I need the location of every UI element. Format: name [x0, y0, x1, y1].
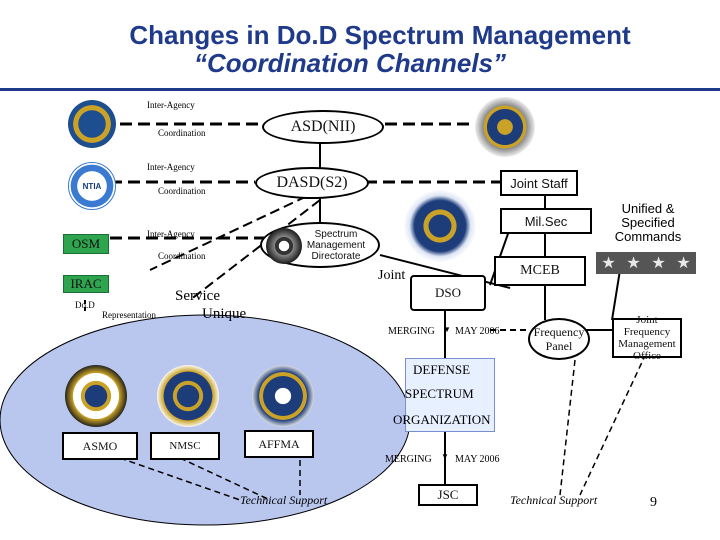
merge-arrow-2: ▼ — [441, 452, 449, 461]
nmsc-box: NMSC — [150, 432, 220, 460]
jsc-box: JSC — [418, 484, 478, 506]
page-number: 9 — [650, 495, 657, 510]
may-label-1: MAY 2006 — [455, 326, 500, 337]
smd-label: Spectrum Management Directorate — [306, 228, 366, 262]
tech-support-left-label: Technical Support — [240, 493, 328, 507]
slide-title-line2: “Coordination Channels” — [194, 48, 506, 78]
dasd-s2-box: DASD(S2) — [255, 167, 369, 199]
service-label: Service — [175, 288, 220, 304]
dod-label: Do.D — [75, 300, 95, 310]
dso-org-box — [405, 358, 495, 432]
merging-label-2: MERGING — [385, 454, 432, 465]
dso-box: DSO — [410, 275, 486, 311]
tech-support-right-label: Technical Support — [510, 493, 598, 507]
merging-label-1: MERGING — [388, 326, 435, 337]
asmo-box: ASMO — [62, 432, 138, 460]
unique-label: Unique — [202, 306, 247, 322]
title-rule — [0, 88, 720, 91]
representation-label: Representation — [102, 310, 156, 320]
mceb-box: MCEB — [494, 256, 586, 286]
affma-box: AFFMA — [244, 430, 314, 458]
interagency-label-3: Inter-Agency — [147, 229, 195, 239]
star-icon: ★ — [651, 255, 666, 272]
spectrum-label: SPECTRUM — [405, 386, 474, 401]
star-icon: ★ — [676, 255, 691, 272]
star-icon: ★ — [601, 255, 616, 272]
star-icon: ★ — [626, 255, 641, 272]
osm-box: OSM — [63, 234, 109, 254]
smd-emblem-icon — [266, 228, 302, 264]
commerce-seal-icon — [68, 100, 116, 148]
dod-seal-icon — [475, 97, 535, 157]
milsec-box: Mil.Sec — [500, 208, 592, 234]
slide-title-line1: Changes in Do.D Spectrum Management — [129, 20, 631, 50]
stars-bar: ★ ★ ★ ★ — [596, 252, 696, 274]
defense-label: DEFENSE — [413, 362, 471, 377]
jfmo-box: Joint Frequency Management Office — [612, 314, 682, 362]
air-force-seal-icon — [252, 365, 314, 427]
joint-label: Joint — [378, 268, 406, 283]
coordination-label-2: Coordination — [158, 186, 206, 196]
interagency-label-1: Inter-Agency — [147, 100, 195, 110]
interagency-label-2: Inter-Agency — [147, 162, 195, 172]
navy-seal-icon — [157, 365, 219, 427]
organization-label: ORGANIZATION — [393, 412, 491, 427]
asd-nii-box: ASD(NII) — [262, 110, 384, 144]
ntia-seal-icon: NTIA — [68, 162, 116, 210]
frequency-panel-box: Frequency Panel — [528, 318, 590, 360]
coordination-label-3: Coordination — [158, 251, 206, 261]
joint-staff-box: Joint Staff — [500, 170, 578, 196]
irac-box: IRAC — [63, 275, 109, 293]
navy-dept-seal-icon — [404, 190, 476, 262]
coordination-label-1: Coordination — [158, 128, 206, 138]
may-label-2: MAY 2006 — [455, 454, 500, 465]
unified-commands-label: Unified & Specified Commands — [614, 201, 682, 244]
merge-arrow-1: ▼ — [443, 325, 451, 334]
army-seal-icon — [65, 365, 127, 427]
